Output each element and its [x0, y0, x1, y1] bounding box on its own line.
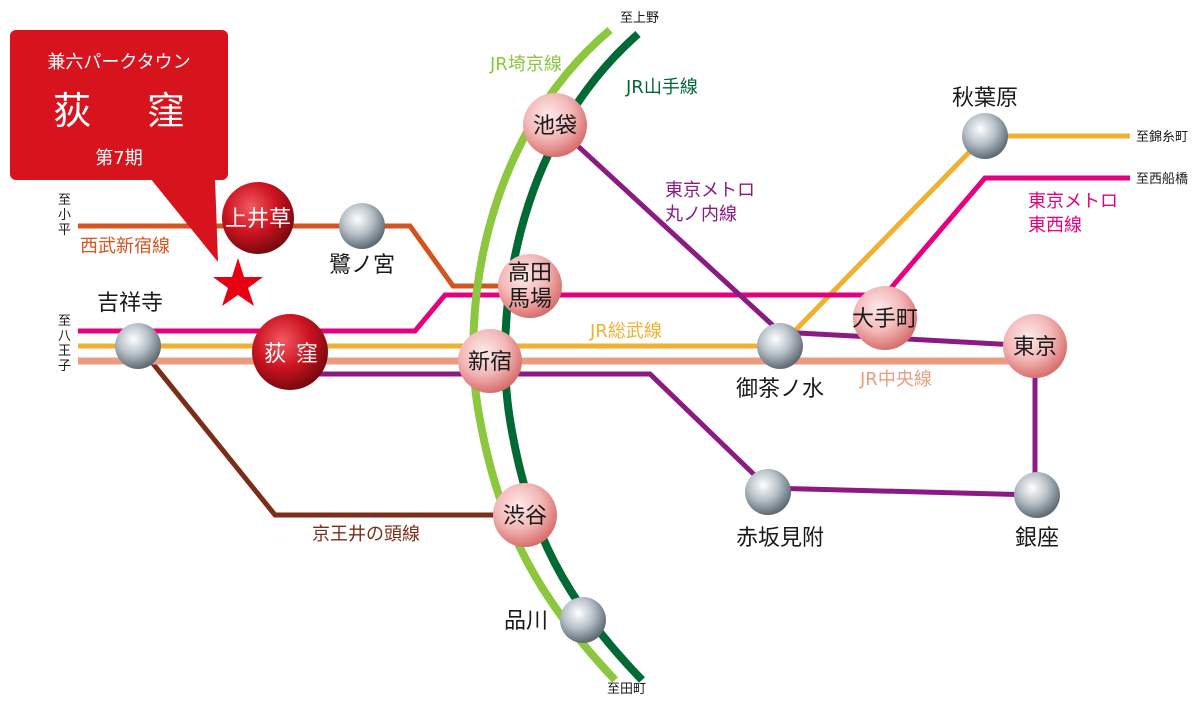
station-shibuya: 渋谷: [493, 483, 557, 547]
svg-text:鷺ノ宮: 鷺ノ宮: [329, 253, 395, 278]
svg-text:上井草: 上井草: [225, 207, 291, 232]
svg-text:新宿: 新宿: [468, 350, 512, 375]
property-star-icon: [213, 258, 263, 306]
station-shinagawa: 品川: [504, 597, 606, 643]
station-ginza: 銀座: [1014, 472, 1060, 551]
callout-subtitle: 兼六パークタウン: [47, 52, 190, 73]
svg-text:窪: 窪: [296, 342, 318, 367]
callout-title-b: 窪: [147, 89, 185, 133]
svg-text:王: 王: [58, 344, 71, 359]
tozai-line: [78, 175, 1130, 334]
callout-phase: 第7期: [95, 148, 142, 169]
label-chuo: JR中央線: [859, 369, 932, 390]
terminal-kodaira: 至 小 平: [58, 193, 71, 238]
label-yamanote: JR山手線: [625, 77, 698, 98]
svg-text:子: 子: [58, 359, 71, 374]
station-kamiigusa: 上井草: [222, 182, 294, 254]
keio-inokashira-line: [136, 343, 525, 518]
station-otemachi: 大手町: [852, 286, 918, 350]
station-saginomiya: 鷺ノ宮: [329, 203, 395, 278]
label-keio: 京王井の頭線: [312, 524, 420, 545]
terminal-tamachi: 至田町: [607, 682, 646, 697]
svg-text:小: 小: [58, 208, 71, 223]
terminal-hachioji: 至 八 王 子: [58, 314, 71, 374]
jr-saikyo-line: [469, 26, 618, 683]
station-ikebukuro: 池袋: [523, 93, 587, 157]
svg-text:平: 平: [58, 223, 71, 238]
svg-text:東京: 東京: [1013, 335, 1057, 360]
svg-text:渋谷: 渋谷: [503, 504, 547, 529]
label-marunouchi-1: 東京メトロ: [665, 180, 755, 201]
svg-text:品川: 品川: [504, 609, 548, 634]
label-marunouchi-2: 丸ノ内線: [665, 204, 737, 225]
label-sobu: JR総武線: [589, 321, 662, 342]
svg-text:荻: 荻: [264, 342, 286, 367]
station-shinjuku: 新宿: [458, 329, 522, 393]
svg-text:銀座: 銀座: [1015, 526, 1059, 551]
jr-sobu-line: [78, 133, 1130, 349]
station-akihabara: 秋葉原: [952, 86, 1018, 159]
station-ogikubo: 荻 窪: [252, 314, 328, 390]
callout-title-a: 荻: [53, 89, 91, 133]
svg-text:至: 至: [58, 193, 71, 208]
svg-text:秋葉原: 秋葉原: [952, 86, 1018, 111]
station-tokyo: 東京: [1003, 314, 1067, 378]
svg-text:八: 八: [58, 329, 71, 344]
svg-text:高田: 高田: [508, 261, 552, 286]
svg-text:至: 至: [58, 314, 71, 329]
svg-text:吉祥寺: 吉祥寺: [97, 291, 163, 316]
label-saikyo: JR埼京線: [489, 54, 562, 75]
station-ochanomizu: 御茶ノ水: [736, 323, 824, 402]
label-seibu: 西武新宿線: [80, 236, 170, 257]
property-callout: 兼六パークタウン 荻 窪 第7期: [10, 30, 228, 262]
label-tozai-2: 東西線: [1028, 215, 1082, 236]
label-tozai-1: 東京メトロ: [1028, 191, 1118, 212]
svg-text:池袋: 池袋: [533, 114, 577, 139]
station-takadanobaba: 高田 馬場: [498, 254, 562, 318]
terminal-kinshicho: 至錦糸町: [1136, 129, 1188, 145]
svg-text:御茶ノ水: 御茶ノ水: [736, 377, 824, 402]
station-kichijoji: 吉祥寺: [97, 291, 163, 369]
station-akasakamitsuke: 赤坂見附: [736, 469, 824, 551]
marunouchi-line: [290, 123, 1038, 498]
svg-text:馬場: 馬場: [508, 287, 552, 312]
svg-text:大手町: 大手町: [852, 307, 918, 332]
terminal-nishifunabashi: 至西船橋: [1136, 172, 1188, 187]
svg-text:赤坂見附: 赤坂見附: [736, 526, 824, 551]
terminal-ueno: 至上野: [620, 11, 659, 26]
